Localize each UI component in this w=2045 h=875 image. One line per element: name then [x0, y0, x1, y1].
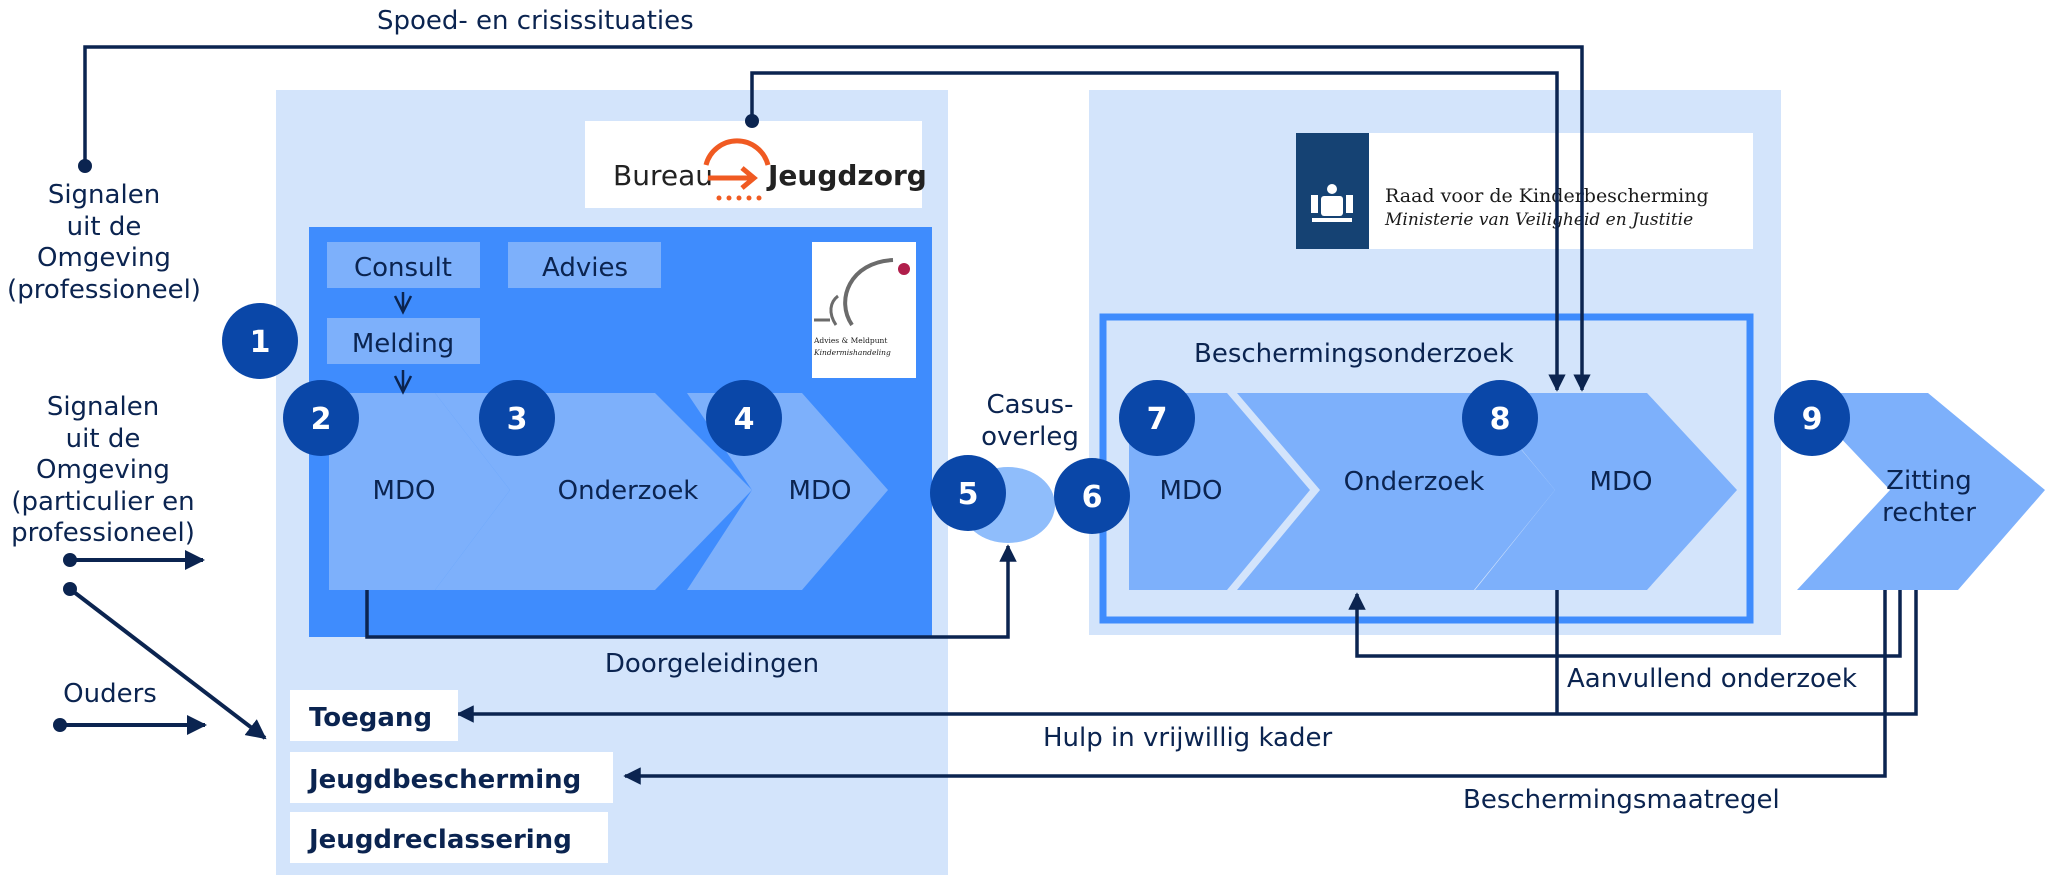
bureau-connector-dot: [745, 114, 759, 128]
bureau-logo-arc: [703, 138, 771, 166]
step-9-badge[interactable]: 9: [1774, 380, 1850, 456]
input-dot-2: [63, 582, 77, 596]
amk-logo-arc-small: [829, 294, 839, 326]
svg-text:uit de: uit de: [67, 212, 142, 242]
hulp-label: Hulp in vrijwillig kader: [1043, 723, 1332, 753]
chevron-step-8b: [1475, 393, 1737, 590]
step-4-label: MDO: [789, 476, 852, 506]
step-2-badge[interactable]: 2: [283, 380, 359, 456]
svg-text:Signalen: Signalen: [48, 180, 160, 210]
maatregel-connector: [623, 590, 1887, 785]
consult-box[interactable]: [327, 242, 480, 288]
signals-professional-label: Signalen uit de Omgeving (professioneel): [7, 180, 201, 305]
bureau-logo-word2: Jeugdzorg: [766, 159, 927, 192]
step-9-label-line1: Zitting: [1886, 466, 1972, 496]
maatregel-label: Beschermingsmaatregel: [1463, 785, 1780, 815]
amk-logo-line2: Kindermishandeling: [813, 348, 891, 357]
svg-text:2: 2: [311, 402, 332, 437]
advies-box[interactable]: [508, 242, 661, 288]
step-4-badge[interactable]: 4: [706, 380, 782, 456]
input-dot-3: [53, 718, 67, 732]
step-6-badge[interactable]: 6: [1054, 458, 1130, 534]
amk-logo-line1: Advies & Meldpunt: [813, 336, 887, 345]
svg-text:8: 8: [1490, 402, 1511, 437]
spoed-connector: [83, 45, 1591, 392]
raad-logo-emblem: [1311, 184, 1353, 222]
svg-text:7: 7: [1147, 402, 1168, 437]
svg-text:(professioneel): (professioneel): [7, 275, 201, 305]
bureau-logo-word1: Bureau: [613, 159, 713, 192]
svg-text:5: 5: [958, 477, 979, 512]
aanvullend-connector: [1348, 590, 1902, 658]
input-dot-1: [63, 553, 77, 567]
step-5-label-line1: Casus-: [986, 390, 1073, 420]
svg-text:Omgeving: Omgeving: [37, 243, 171, 273]
step-1-badge[interactable]: 1: [222, 303, 298, 379]
step-5-badge[interactable]: 5: [930, 455, 1006, 531]
consult-label: Consult: [354, 253, 452, 283]
bureau-connector: [750, 71, 1566, 392]
bureau-jeugdzorg-logo: [585, 121, 922, 208]
step-3-label: Onderzoek: [558, 476, 699, 506]
amk-logo: [812, 242, 916, 378]
svg-text:professioneel): professioneel): [11, 518, 195, 548]
output-toegang-label: Toegang: [309, 703, 432, 733]
raad-logo-line2: Ministerie van Veiligheid en Justitie: [1384, 210, 1693, 230]
step-7-badge[interactable]: 7: [1119, 380, 1195, 456]
svg-text:uit de: uit de: [66, 424, 141, 454]
raad-logo: [1296, 133, 1753, 249]
output-jeugdbescherming-label: Jeugdbescherming: [307, 765, 581, 795]
output-jeugdreclassering[interactable]: [290, 812, 608, 863]
step-9-label-line2: rechter: [1882, 498, 1976, 528]
svg-text:Signalen: Signalen: [47, 392, 159, 422]
svg-text:4: 4: [734, 402, 755, 437]
step-3-badge[interactable]: 3: [479, 380, 555, 456]
output-jeugdbescherming[interactable]: [290, 752, 613, 803]
step-5-label-line2: overleg: [981, 422, 1079, 452]
amk-logo-arc: [843, 258, 894, 327]
svg-text:1: 1: [250, 325, 271, 360]
step-2-label: MDO: [373, 476, 436, 506]
input-arrows: [60, 550, 267, 740]
doorgeleidingen-label: Doorgeleidingen: [605, 649, 819, 679]
svg-text:9: 9: [1802, 402, 1823, 437]
svg-text:3: 3: [507, 402, 528, 437]
hulp-connector: [456, 590, 1918, 723]
chevron-step-2: [329, 393, 510, 590]
aanvullend-label: Aanvullend onderzoek: [1567, 664, 1857, 694]
step-8-onderzoek-label: Onderzoek: [1344, 467, 1485, 497]
melding-label: Melding: [352, 329, 454, 359]
step-7-label: MDO: [1160, 476, 1223, 506]
signals-private-label: Signalen uit de Omgeving (particulier en…: [11, 392, 195, 548]
doorgeleidingen-connector: [365, 544, 1017, 639]
parents-label: Ouders: [63, 679, 157, 709]
step-8-mdo-label: MDO: [1590, 467, 1653, 497]
svg-text:Omgeving: Omgeving: [36, 455, 170, 485]
spoed-start-dot: [78, 159, 92, 173]
step-8-badge[interactable]: 8: [1462, 380, 1538, 456]
amk-logo-dot: [898, 263, 910, 275]
advies-label: Advies: [542, 253, 628, 283]
spoed-label: Spoed- en crisissituaties: [377, 6, 694, 36]
raad-logo-line1: Raad voor de Kinderbescherming: [1385, 185, 1709, 207]
bureau-logo-dots: [716, 195, 762, 201]
output-jeugdreclassering-label: Jeugdreclassering: [307, 825, 572, 855]
bureau-logo-arrow-head: [740, 166, 758, 190]
beschermingsonderzoek-title: Beschermingsonderzoek: [1194, 339, 1514, 369]
svg-text:(particulier en: (particulier en: [11, 487, 194, 517]
chevron-step-9: [1797, 393, 2045, 590]
svg-text:6: 6: [1082, 480, 1103, 515]
melding-box[interactable]: [327, 318, 480, 364]
output-toegang[interactable]: [290, 690, 458, 741]
